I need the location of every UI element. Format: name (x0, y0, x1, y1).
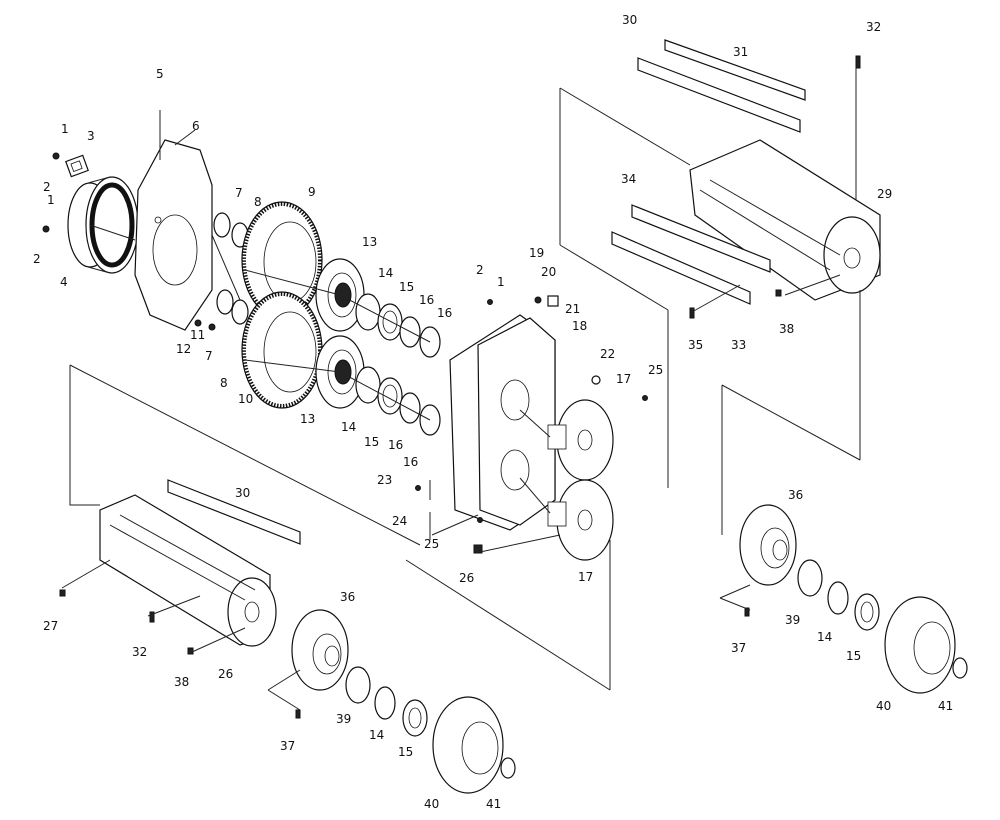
label-14: 14 (341, 420, 356, 434)
part-29-upper-rotor (689, 139, 881, 301)
label-13: 13 (362, 235, 377, 249)
label-32: 32 (866, 20, 881, 34)
part-39-14-15-left (345, 666, 428, 737)
part-30-31-strips (637, 39, 806, 133)
label-39: 39 (336, 712, 351, 726)
part-33-34-strips (611, 204, 771, 305)
part-17-flanges (547, 399, 614, 561)
label-14: 14 (378, 266, 393, 280)
label-1: 1 (47, 193, 55, 207)
part-7-8-shims (194, 212, 249, 331)
label-16: 16 (403, 455, 418, 469)
label-14: 14 (369, 728, 384, 742)
part-4-ring (67, 176, 139, 274)
assembly-guide-lines (61, 68, 861, 711)
label-17: 17 (616, 372, 631, 386)
label-7: 7 (235, 186, 243, 200)
label-21: 21 (565, 302, 580, 316)
label-22: 22 (600, 347, 615, 361)
label-27: 27 (43, 619, 58, 633)
part-18-gearbox-housing (449, 314, 556, 531)
label-41: 41 (938, 699, 953, 713)
label-26: 26 (218, 667, 233, 681)
label-18: 18 (572, 319, 587, 333)
part-28-lower-rotor (99, 494, 277, 647)
small-fasteners-center (415, 295, 648, 554)
label-33: 33 (731, 338, 746, 352)
label-7: 7 (205, 349, 213, 363)
label-26: 26 (459, 571, 474, 585)
label-40: 40 (424, 797, 439, 811)
label-39: 39 (785, 613, 800, 627)
label-17: 17 (578, 570, 593, 584)
part-36-left-end-flange (291, 609, 349, 691)
label-37: 37 (731, 641, 746, 655)
label-36: 36 (788, 488, 803, 502)
label-10: 10 (238, 392, 253, 406)
label-24: 24 (392, 514, 407, 528)
label-15: 15 (364, 435, 379, 449)
label-19: 19 (529, 246, 544, 260)
label-36: 36 (340, 590, 355, 604)
part-1-2-3-bolts-and-nut (42, 152, 89, 233)
label-30: 30 (235, 486, 250, 500)
part-9-upper-gear (241, 201, 323, 319)
label-9: 9 (308, 185, 316, 199)
label-8: 8 (254, 195, 262, 209)
label-5: 5 (156, 67, 164, 81)
label-12: 12 (176, 342, 191, 356)
label-16: 16 (419, 293, 434, 307)
label-3: 3 (87, 129, 95, 143)
label-30: 30 (622, 13, 637, 27)
part-30-lower-strip (167, 479, 301, 545)
label-15: 15 (846, 649, 861, 663)
label-25: 25 (424, 537, 439, 551)
label-37: 37 (280, 739, 295, 753)
part-39-14-15-right (797, 559, 880, 631)
label-31: 31 (733, 45, 748, 59)
label-34: 34 (621, 172, 636, 186)
label-38: 38 (174, 675, 189, 689)
part-32-35-38-fasteners-top (689, 55, 861, 319)
label-20: 20 (541, 265, 556, 279)
label-35: 35 (688, 338, 703, 352)
label-25: 25 (648, 363, 663, 377)
part-10-lower-gear (241, 291, 323, 409)
label-1: 1 (61, 122, 69, 136)
part-40-41-right-housing (744, 596, 968, 694)
label-4: 4 (60, 275, 68, 289)
part-40-41-left-housing (432, 696, 516, 794)
label-2: 2 (476, 263, 484, 277)
label-15: 15 (399, 280, 414, 294)
label-29: 29 (877, 187, 892, 201)
label-32: 32 (132, 645, 147, 659)
label-2: 2 (43, 180, 51, 194)
label-2: 2 (33, 252, 41, 266)
label-1: 1 (497, 275, 505, 289)
part-36-right-end-flange (739, 504, 797, 586)
label-23: 23 (377, 473, 392, 487)
label-6: 6 (192, 119, 200, 133)
label-15: 15 (398, 745, 413, 759)
label-14: 14 (817, 630, 832, 644)
label-11: 11 (190, 328, 205, 342)
label-13: 13 (300, 412, 315, 426)
part-number-labels: 1 1 1 2 2 2 3 4 5 6 7 7 8 8 9 10 11 12 1… (33, 13, 953, 811)
label-16: 16 (437, 306, 452, 320)
part-6-cover-plate (134, 139, 213, 331)
label-41: 41 (486, 797, 501, 811)
part-14-15-16-rings-and-bearings (355, 293, 441, 436)
label-40: 40 (876, 699, 891, 713)
label-8: 8 (220, 376, 228, 390)
part-27-32-38-37-fasteners-bottom (59, 589, 301, 719)
label-38: 38 (779, 322, 794, 336)
label-16: 16 (388, 438, 403, 452)
